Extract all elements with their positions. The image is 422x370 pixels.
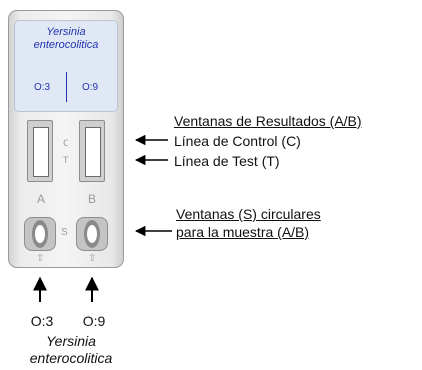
cassette-serotype-left: O:3	[34, 82, 51, 93]
sample-well-b-opening	[87, 225, 97, 243]
callout-result-windows: Ventanas de Resultados (A/B)	[174, 113, 362, 129]
well-pointer-icon: ⇧	[88, 253, 97, 264]
sample-marker: S	[61, 227, 68, 238]
control-line-marker: C	[63, 139, 69, 149]
cassette-serotype-right: O:9	[82, 82, 99, 93]
serotype-label-a: O:3	[30, 313, 54, 329]
species-caption-line-1: Yersinia	[46, 333, 96, 349]
sample-well-a-opening	[35, 225, 45, 243]
serotype-label-b: O:9	[82, 313, 106, 329]
result-window-b-strip	[85, 127, 101, 177]
callout-test-line: Línea de Test (T)	[174, 153, 280, 169]
result-window-b	[79, 120, 105, 182]
label-divider	[66, 72, 67, 102]
well-label-a: A	[37, 192, 46, 206]
callout-sample-windows-line-1: Ventanas (S) circulares	[176, 206, 321, 222]
cassette-species-label: Yersinia enterocolitica	[14, 26, 118, 52]
callout-sample-windows-line-2: para la muestra (A/B)	[176, 224, 310, 240]
callout-control-line: Línea de Control (C)	[174, 133, 301, 149]
cassette-species-line-1: Yersinia	[46, 26, 86, 38]
well-label-b: B	[88, 192, 97, 206]
species-caption-line-2: enterocolitica	[29, 350, 113, 366]
sample-well-b	[76, 217, 108, 251]
sample-well-a	[24, 217, 56, 251]
result-window-a-strip	[33, 127, 49, 177]
test-line-marker: T	[63, 156, 69, 166]
well-pointer-icon: ⇧	[36, 253, 45, 264]
cassette-species-line-2: enterocolitica	[33, 39, 99, 51]
result-window-a	[27, 120, 53, 182]
